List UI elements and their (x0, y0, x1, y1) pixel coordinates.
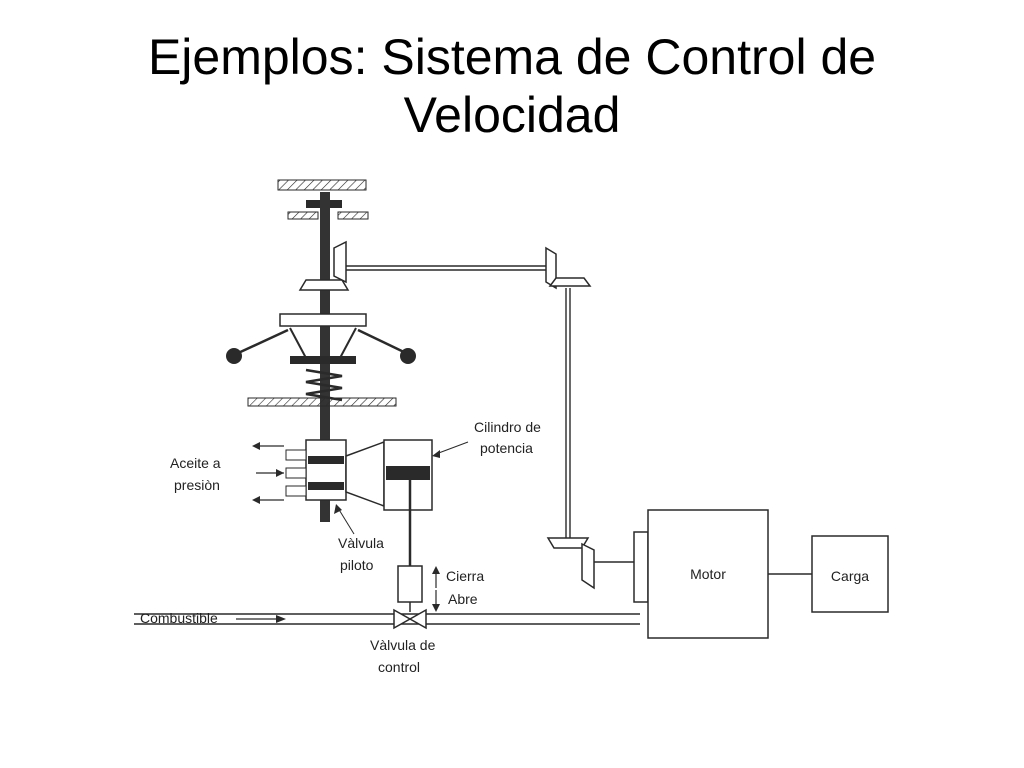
label-valvula-control-1: Vàlvula de (370, 637, 436, 653)
oil-arrowhead-3 (252, 496, 260, 504)
pilot-valve-spool-1 (308, 456, 344, 464)
load-box (811, 535, 889, 613)
governor-spring (305, 368, 343, 402)
flyball-top-plate (279, 313, 367, 327)
motor-label: Motor (690, 566, 726, 582)
cierra-arrowhead (432, 566, 440, 574)
flyball-link-left (289, 327, 307, 359)
fuel-arrowhead (276, 615, 286, 623)
governor-bevel-gear-vertical (333, 240, 347, 284)
pilot-port-3 (285, 485, 307, 497)
load-label: Carga (831, 568, 869, 584)
speed-control-diagram: Motor Carga Cilindro de potencia Aceite … (120, 170, 900, 700)
pilot-valve-body (305, 439, 347, 501)
flyball-collar (290, 356, 356, 364)
right-lower-bevel-gear-vertical (581, 542, 595, 590)
label-cilindro-2: potencia (480, 440, 533, 456)
label-valvula-control-2: control (378, 659, 420, 675)
top-support-hatch (277, 179, 367, 191)
right-upper-bevel-gear (545, 246, 557, 290)
right-upper-bevel-gear-horizontal (548, 277, 592, 287)
label-aceite-1: Aceite a (170, 455, 221, 471)
valvula-piloto-leader (337, 507, 355, 535)
motor-flange (633, 531, 649, 603)
pilot-valve-spool-2 (308, 482, 344, 490)
valvula-piloto-leader-head (334, 504, 342, 514)
power-cylinder-piston (386, 466, 430, 480)
slide-title-line-1: Ejemplos: Sistema de Control de (147, 29, 877, 85)
label-cilindro-1: Cilindro de (474, 419, 541, 435)
control-valve-body (393, 608, 412, 630)
diagram-svg: Motor Carga Cilindro de potencia Aceite … (134, 179, 889, 675)
pilot-port-1 (285, 449, 307, 461)
pilot-port-2 (285, 467, 307, 479)
governor-bevel-gear (298, 279, 350, 291)
label-valvula-piloto-2: piloto (340, 557, 374, 573)
control-valve-body-2 (408, 608, 427, 630)
control-valve-actuator (397, 565, 423, 603)
flyball-left (226, 348, 242, 364)
upper-guide-left (287, 211, 319, 220)
cilindro-leader-head (432, 450, 440, 458)
slide-title: Ejemplos: Sistema de Control de Velocida… (0, 28, 1024, 144)
oil-arrowhead-2 (276, 469, 284, 477)
abre-arrowhead (432, 604, 440, 612)
flyball-link-right (339, 327, 357, 359)
motor-box (647, 509, 769, 639)
label-abre: Abre (448, 591, 478, 607)
slide-title-line-2: Velocidad (403, 87, 621, 143)
label-aceite-2: presiòn (174, 477, 220, 493)
flyball-arm-right (357, 328, 409, 356)
oil-arrowhead-1 (252, 442, 260, 450)
flyball-right (400, 348, 416, 364)
upper-guide-right (337, 211, 369, 220)
power-cylinder-neck (345, 440, 385, 508)
label-cierra: Cierra (446, 568, 484, 584)
label-valvula-piloto-1: Vàlvula (338, 535, 384, 551)
cilindro-leader (435, 441, 469, 455)
middle-frame-hatch (247, 397, 397, 407)
label-combustible: Combustible (140, 610, 218, 626)
flyball-arm-left (235, 328, 289, 356)
